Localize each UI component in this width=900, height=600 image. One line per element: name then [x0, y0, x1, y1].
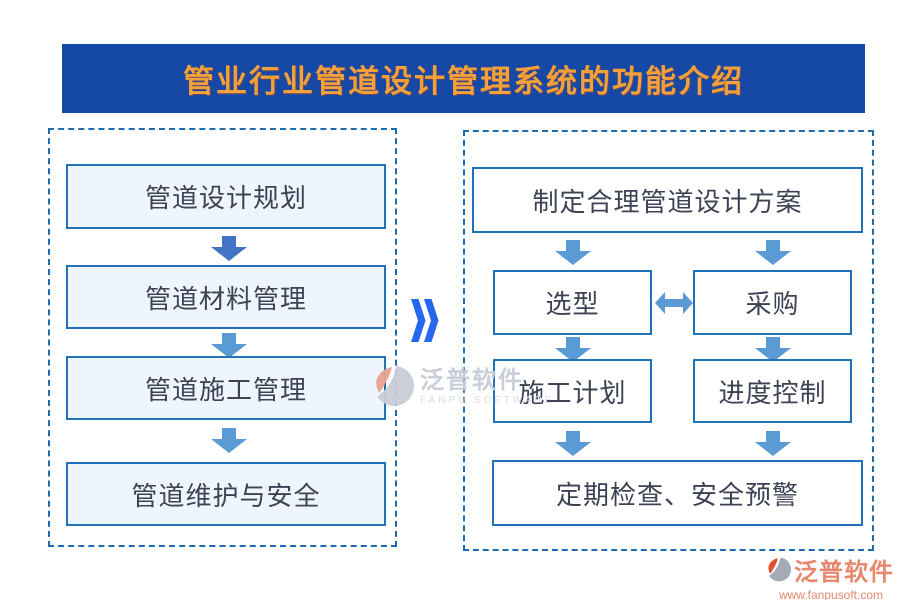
- node-construction-plan: 施工计划: [493, 359, 652, 423]
- node-maintenance-safety: 管道维护与安全: [66, 462, 386, 526]
- node-label: 管道维护与安全: [131, 481, 321, 512]
- down-arrow-icon: [211, 333, 247, 358]
- footer-brand-name: 泛普软件: [794, 557, 894, 586]
- down-arrow-icon: [555, 431, 591, 456]
- node-selection: 选型: [493, 270, 652, 335]
- page-title: 管业行业管道设计管理系统的功能介绍: [183, 64, 744, 100]
- footer-website: www.fanpusoft.com: [778, 588, 884, 600]
- down-arrow-icon: [755, 240, 791, 265]
- node-procurement: 采购: [693, 270, 852, 335]
- node-progress-control: 进度控制: [693, 359, 852, 423]
- modules-panel: 管道设计规划 管道材料管理 管道施工管理 管道维护与安全: [48, 128, 397, 547]
- node-label: 施工计划: [518, 378, 627, 409]
- fanpu-logo-icon: [768, 557, 791, 582]
- double-chevron-icon: [411, 299, 439, 342]
- node-label: 选型: [545, 290, 600, 320]
- workflow-panel: 制定合理管道设计方案 选型 采购 施工计划 进度控制: [463, 130, 874, 551]
- node-label: 管道施工管理: [144, 375, 307, 406]
- node-construction-management: 管道施工管理: [66, 356, 386, 420]
- title-banner: 管业行业管道设计管理系统的功能介绍: [62, 44, 865, 113]
- node-label: 管道材料管理: [144, 284, 307, 315]
- footer-brand: 泛普软件 www.fanpusoft.com: [766, 552, 896, 600]
- node-inspection-warning: 定期检查、安全预警: [492, 460, 863, 526]
- node-label: 管道设计规划: [144, 184, 307, 214]
- node-material-management: 管道材料管理: [66, 265, 386, 329]
- down-arrow-icon: [555, 240, 591, 265]
- node-label: 采购: [745, 290, 800, 320]
- node-label: 定期检查、安全预警: [555, 480, 799, 511]
- down-arrow-icon: [755, 431, 791, 456]
- down-arrow-icon: [211, 428, 247, 453]
- node-label: 进度控制: [718, 378, 827, 409]
- node-design-planning: 管道设计规划: [66, 164, 386, 229]
- node-design-scheme: 制定合理管道设计方案: [472, 167, 863, 233]
- node-label: 制定合理管道设计方案: [532, 187, 803, 218]
- down-arrow-icon: [211, 236, 247, 261]
- left-right-arrow-icon: [655, 292, 693, 314]
